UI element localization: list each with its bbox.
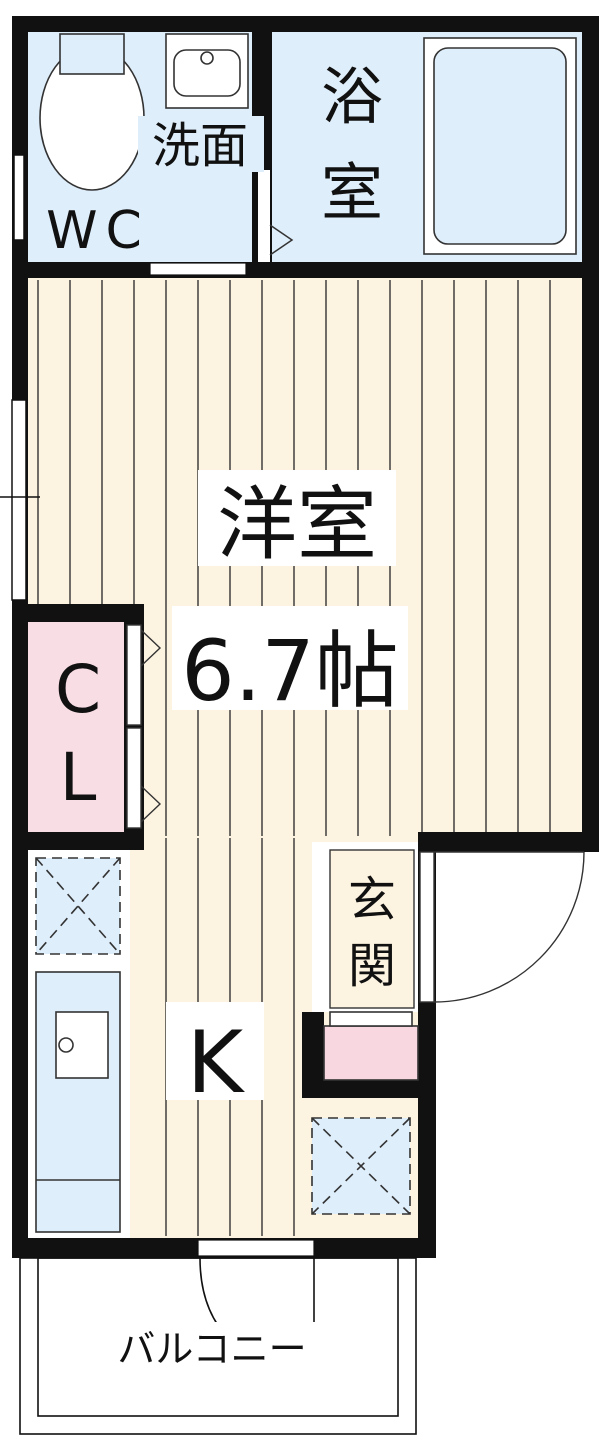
closet-door-hinge-upper bbox=[140, 629, 162, 667]
bath-label-line2: 室 bbox=[321, 156, 383, 229]
bath-door-hinge bbox=[269, 224, 294, 256]
wall-left bbox=[12, 16, 28, 1258]
closet-door-lower bbox=[126, 727, 142, 829]
window-wc bbox=[13, 154, 25, 241]
western-room-label: 洋室 bbox=[217, 478, 377, 571]
kitchen-counter-icon bbox=[35, 971, 121, 1233]
wall-closet-top bbox=[12, 604, 144, 622]
appliance-space-upper-diag2 bbox=[35, 857, 121, 955]
washbasin-drain-icon bbox=[200, 51, 214, 65]
entrance-label-line1: 玄 bbox=[348, 872, 396, 928]
washroom-label: 洗面 bbox=[152, 118, 248, 174]
entrance-step-icon bbox=[329, 1011, 413, 1027]
shoe-box-icon bbox=[323, 1025, 419, 1081]
label-bg-washroom bbox=[138, 116, 264, 172]
wall-right-upper bbox=[582, 16, 599, 852]
fixtures bbox=[35, 33, 577, 1233]
kitchen-label: K bbox=[187, 1013, 246, 1113]
western-room-size-label: 6.7帖 bbox=[181, 622, 399, 720]
walls bbox=[12, 16, 599, 1258]
label-bg-room-size bbox=[172, 606, 408, 710]
closet-area bbox=[28, 620, 128, 835]
door-opening-wc bbox=[149, 262, 247, 276]
entrance-door-swing bbox=[433, 851, 585, 1003]
entrance-label-line2: 関 bbox=[348, 938, 396, 994]
kitchen-sink-drain-icon bbox=[58, 1037, 74, 1053]
label-bg-balcony bbox=[92, 1322, 332, 1370]
balcony-door-opening bbox=[197, 1239, 315, 1257]
balcony-inner-rail bbox=[37, 1257, 399, 1417]
entrance-inner bbox=[329, 849, 415, 1009]
balcony bbox=[19, 1257, 417, 1435]
closet-door-hinge-lower bbox=[140, 785, 162, 823]
kitchen-sink-icon bbox=[55, 1011, 109, 1079]
washing-machine-diag2 bbox=[311, 1117, 411, 1215]
wc-label: WC bbox=[46, 201, 150, 261]
wall-shoebox-bottom bbox=[302, 1080, 436, 1098]
label-bg-kitchen bbox=[166, 1002, 264, 1100]
label-bg-western-room bbox=[198, 470, 396, 566]
closet-door-upper bbox=[126, 624, 142, 726]
toilet-tank-icon bbox=[59, 33, 125, 75]
closet-label-line2: L bbox=[60, 739, 97, 816]
window-western-room bbox=[11, 399, 27, 601]
wall-top bbox=[12, 16, 599, 32]
wall-entrance-top bbox=[418, 832, 599, 852]
balcony-label: バルコニー bbox=[117, 1327, 306, 1371]
door-opening-bath bbox=[258, 170, 270, 262]
appliance-space-upper-diag1 bbox=[35, 857, 121, 955]
wall-closet-bottom bbox=[12, 832, 144, 850]
bathtub-inner-icon bbox=[433, 47, 567, 245]
bath-label-line1: 浴 bbox=[321, 60, 383, 133]
entrance-door-leaf bbox=[419, 851, 435, 1003]
wall-shoebox-left bbox=[302, 1012, 324, 1096]
washbasin-bowl-icon bbox=[173, 49, 241, 97]
wall-mid-horizontal bbox=[12, 262, 599, 278]
closet-label-line1: C bbox=[55, 651, 101, 728]
